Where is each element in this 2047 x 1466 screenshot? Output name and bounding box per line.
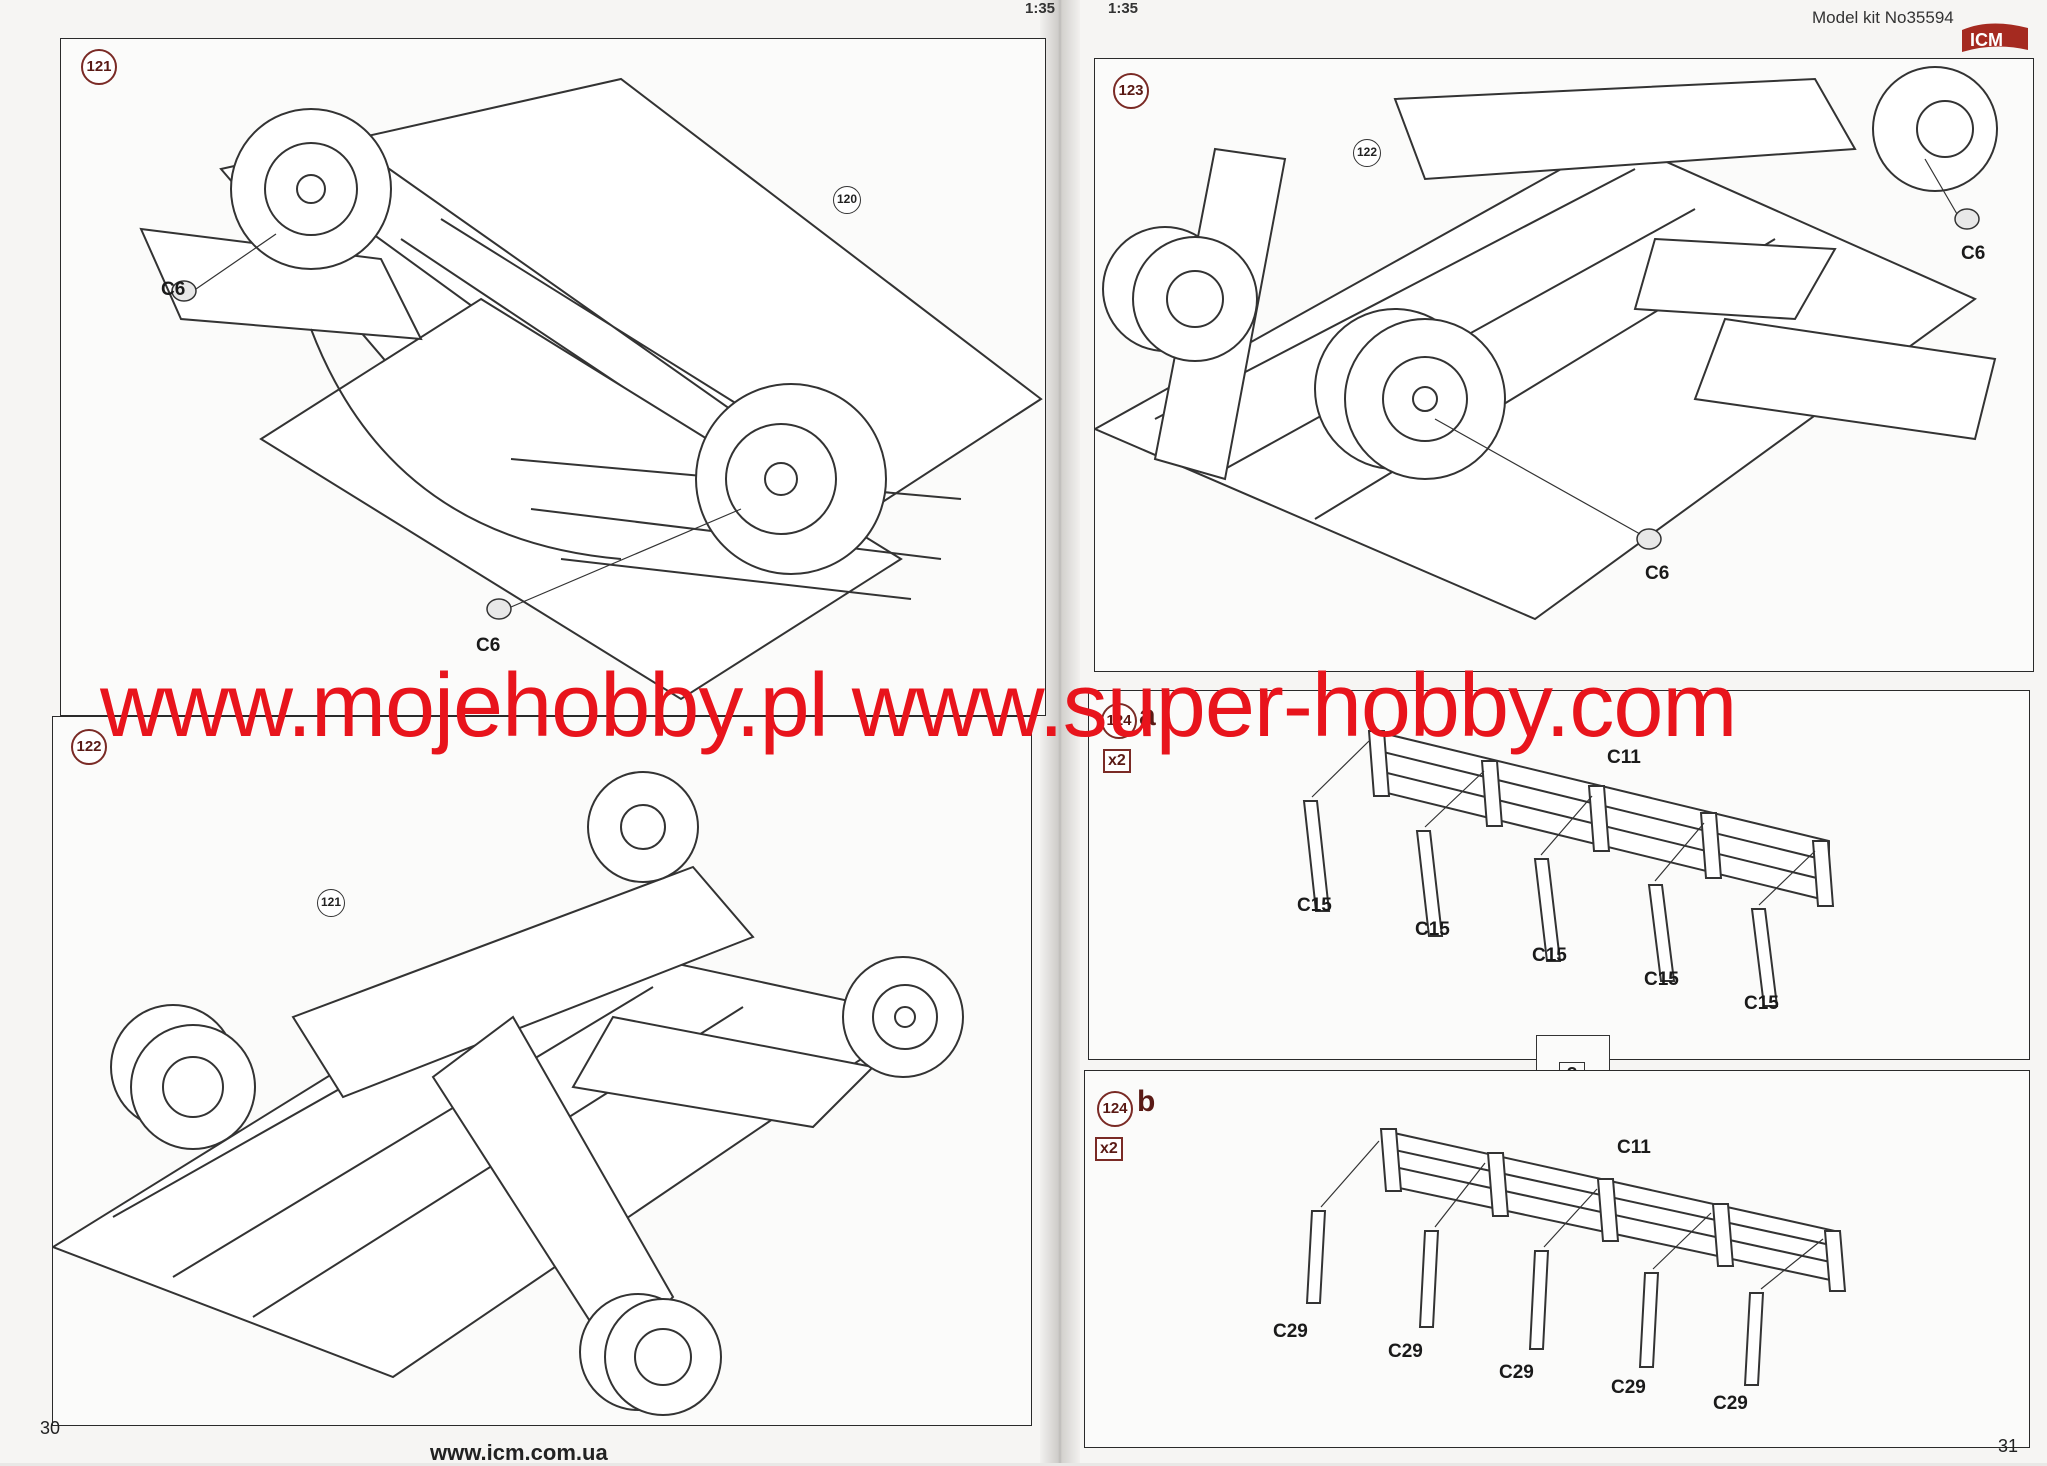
chassis-drawing-122 bbox=[53, 771, 964, 1416]
side-rail-drawing-b bbox=[1305, 1128, 1847, 1386]
watermark-text: www.mojehobby.pl www.super-hobby.com bbox=[100, 656, 1737, 756]
step-124b-panel: 124 b x2 C11 C29 C29 C29 C29 C29 bbox=[1084, 1070, 2030, 1448]
part-label-c29: C29 bbox=[1611, 1377, 1646, 1398]
step-number-122: 122 bbox=[71, 729, 107, 765]
part-label-c29: C29 bbox=[1388, 1341, 1423, 1362]
scale-right: 1:35 bbox=[1108, 0, 1139, 17]
part-label-c6: C6 bbox=[1645, 563, 1670, 584]
part-label-c11: C11 bbox=[1617, 1137, 1651, 1158]
step-number-124a: 124 bbox=[1101, 703, 1137, 739]
step-number-124b: 124 bbox=[1097, 1091, 1133, 1127]
part-label-c11: C11 bbox=[1607, 747, 1641, 768]
ref-step-122: 122 bbox=[1353, 139, 1381, 167]
part-label-c15: C15 bbox=[1532, 945, 1567, 966]
wheel-icon bbox=[1102, 66, 1998, 480]
page-number-right: 31 bbox=[1998, 1436, 2019, 1456]
part-label-c6: C6 bbox=[1961, 243, 1986, 264]
part-label-c15: C15 bbox=[1297, 895, 1332, 916]
book-gutter bbox=[1040, 0, 1080, 1463]
part-label-c29: C29 bbox=[1713, 1393, 1748, 1414]
wheel-icon bbox=[230, 108, 887, 575]
ref-step-120: 120 bbox=[833, 186, 861, 214]
part-label-c29: C29 bbox=[1499, 1362, 1534, 1383]
step-124a-panel: 124 a x2 C11 C15 C15 C15 C15 C15 bbox=[1088, 690, 2030, 1060]
model-kit-number: Model kit No35594 bbox=[1812, 8, 1954, 27]
chassis-drawing-121 bbox=[139, 77, 1043, 701]
scale-left: 1:35 bbox=[1025, 0, 1056, 17]
step-123-panel: 123 122 C6 C6 bbox=[1094, 58, 2034, 672]
part-label-c6: C6 bbox=[161, 279, 186, 300]
step-number-123: 123 bbox=[1113, 73, 1149, 109]
step-121-panel: 121 120 C6 C6 bbox=[60, 38, 1046, 716]
chassis-drawing-123 bbox=[1095, 66, 1998, 621]
page-number-left: 30 bbox=[40, 1418, 61, 1438]
part-label-c15: C15 bbox=[1415, 919, 1450, 940]
step-122-panel: 122 121 bbox=[52, 716, 1032, 1426]
website-footer: www.icm.com.ua bbox=[430, 1440, 608, 1465]
part-label-c15: C15 bbox=[1644, 969, 1679, 990]
part-label-c29: C29 bbox=[1273, 1321, 1308, 1342]
multiplier-badge: x2 bbox=[1103, 749, 1131, 773]
part-label-c15: C15 bbox=[1744, 993, 1779, 1014]
substep-letter-a: a bbox=[1139, 699, 1156, 732]
side-rail-drawing-a bbox=[1302, 729, 1835, 1007]
part-label-c6: C6 bbox=[476, 635, 501, 656]
step-number-121: 121 bbox=[81, 49, 117, 85]
multiplier-badge: x2 bbox=[1095, 1137, 1123, 1161]
wheel-icon bbox=[110, 771, 964, 1416]
logo-text: ICM bbox=[1970, 30, 2003, 50]
substep-letter-b: b bbox=[1137, 1085, 1156, 1118]
ref-step-121: 121 bbox=[317, 889, 345, 917]
